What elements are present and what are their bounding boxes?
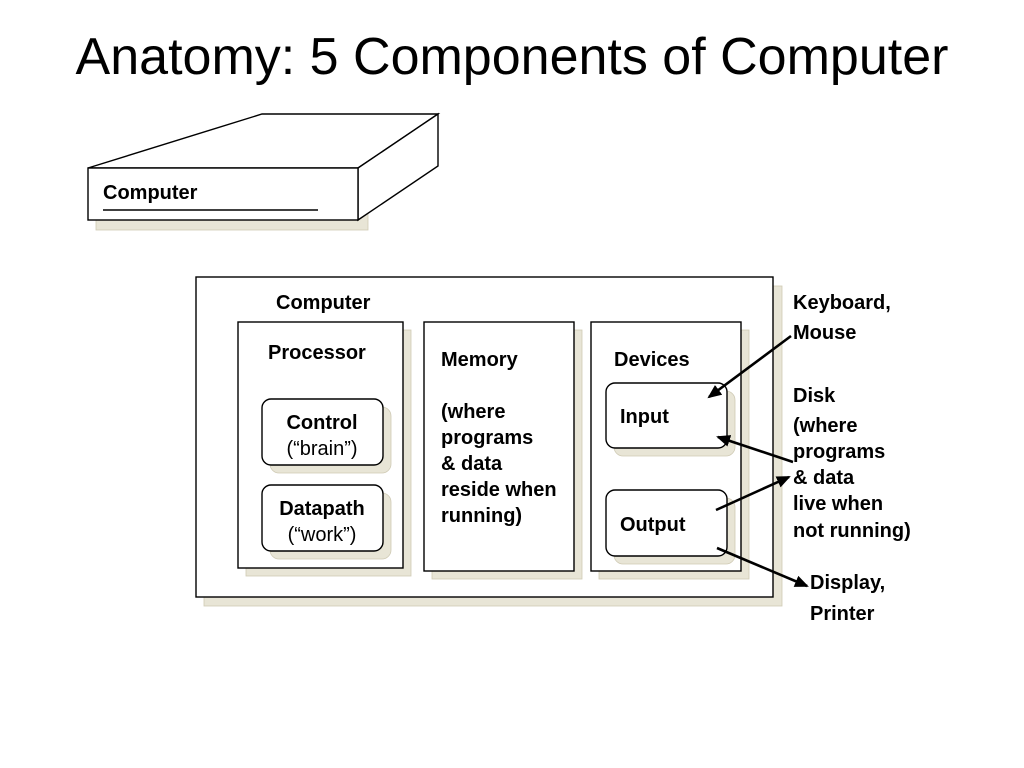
display-label: Display, (810, 572, 885, 594)
mouse-label: Mouse (793, 322, 856, 344)
arrow-output-to-display (716, 546, 809, 588)
disk-annotation: Disk (where programs & data live when no… (793, 385, 911, 542)
computer-3d-box: Computer (87, 112, 441, 231)
disk-label: Disk (793, 385, 836, 407)
disk-description-line: programs (793, 441, 885, 463)
devices-block: Devices Input Output (590, 321, 750, 580)
slide-title: Anatomy: 5 Components of Computer (76, 28, 949, 86)
memory-block-frame (423, 321, 575, 572)
datapath-label: Datapath (279, 498, 365, 520)
input-block-frame (605, 382, 728, 449)
memory-description-line: & data (441, 453, 503, 475)
arrow-disk-to-input (716, 435, 794, 464)
control-sublabel: (“brain”) (286, 438, 357, 460)
computer-3d-box-label: Computer (103, 182, 198, 204)
memory-description-line: (where (441, 401, 505, 423)
arrow-keyboard-to-input (707, 334, 792, 399)
control-block: Control (“brain”) (261, 398, 392, 474)
processor-block: Processor Control (“brain”) Datapath (“w… (237, 321, 412, 577)
memory-description-line: running) (441, 505, 522, 527)
processor-label: Processor (268, 342, 366, 364)
input-label: Input (620, 406, 669, 428)
memory-description-line: reside when (441, 479, 557, 501)
keyboard-mouse-annotation: Keyboard, Mouse (793, 292, 891, 344)
input-block: Input (605, 382, 736, 457)
output-block-frame (605, 489, 728, 557)
disk-description-line: (where (793, 415, 857, 437)
devices-label: Devices (614, 349, 690, 371)
memory-description-line: programs (441, 427, 533, 449)
datapath-sublabel: (“work”) (288, 524, 357, 546)
display-printer-annotation: Display, Printer (810, 572, 885, 625)
control-block-frame (261, 398, 384, 466)
memory-block: Memory (where programs & data reside whe… (423, 321, 583, 580)
output-label: Output (620, 514, 686, 536)
keyboard-label: Keyboard, (793, 292, 891, 314)
computer-3d-box-front-face (87, 167, 359, 221)
arrow-output-to-disk (715, 475, 791, 512)
printer-label: Printer (810, 603, 875, 625)
control-label: Control (286, 412, 357, 434)
disk-description-line: not running) (793, 520, 911, 542)
disk-description-line: & data (793, 467, 855, 489)
datapath-block-frame (261, 484, 384, 552)
datapath-block: Datapath (“work”) (261, 484, 392, 560)
computer-block-label: Computer (276, 292, 371, 314)
memory-label: Memory (441, 349, 519, 371)
output-block: Output (605, 489, 736, 565)
disk-description-line: live when (793, 493, 883, 515)
